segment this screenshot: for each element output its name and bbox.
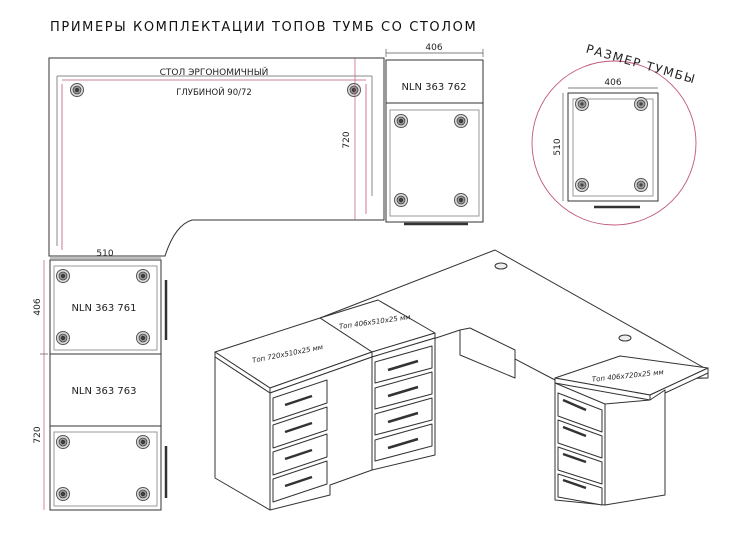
caster [56,331,70,345]
callout-label: РАЗМЕР ТУМБЫ [584,42,697,87]
page-title: ПРИМЕРЫ КОМПЛЕКТАЦИИ ТОПОВ ТУМБ СО СТОЛО… [50,20,478,35]
caster [575,178,589,192]
isometric-view [214,249,709,511]
pedestal-762-dim: 406 [425,43,442,53]
plan-view [40,49,484,511]
caster [634,178,648,192]
caster [56,435,70,449]
caster [394,193,408,207]
caster [136,435,150,449]
pedestal-761-code: NLN 363 761 [71,303,136,314]
callout-depth-dim: 510 [553,138,563,155]
caster [634,97,648,111]
caster [56,269,70,283]
pedestal-763-outline [49,353,162,511]
desk-outline [48,57,385,257]
caster [454,114,468,128]
desk-caster-left [70,83,84,97]
caster [136,331,150,345]
desk-depth-label: ГЛУБИНОЙ 90/72 [176,86,252,98]
caster [454,193,468,207]
caster [136,487,150,501]
caster [136,269,150,283]
caster [56,487,70,501]
caster [394,114,408,128]
desk-name-label: СТОЛ ЭРГОНОМИЧНЫЙ [160,66,269,78]
pedestal-761-dim: 406 [33,298,43,315]
pedestal-762-outline [385,59,484,223]
desk-width-dim: 510 [96,249,113,259]
size-callout [531,60,697,226]
desk-caster-right [347,83,361,97]
desk-height-dim: 720 [342,131,352,148]
caster [575,97,589,111]
callout-width-dim: 406 [604,78,621,88]
pedestal-762-code: NLN 363 762 [401,82,466,93]
pedestal-763-code: NLN 363 763 [71,386,136,397]
pedestal-763-dim: 720 [33,426,43,443]
